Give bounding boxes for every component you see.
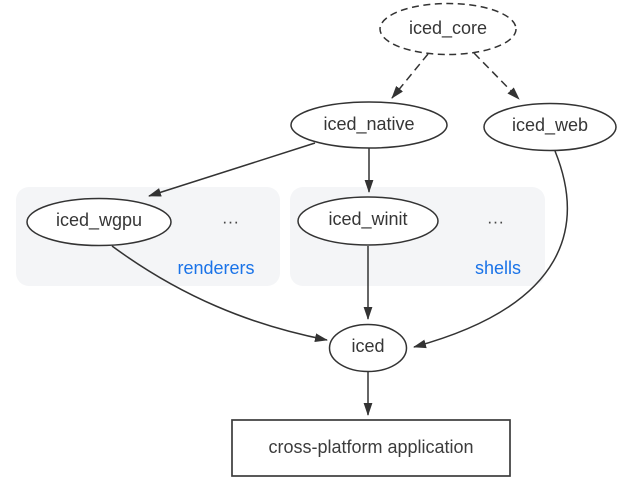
edge-iced_native-to-iced_wgpu xyxy=(148,142,316,197)
node-iced_wgpu-label: iced_wgpu xyxy=(55,210,143,231)
node-iced_native-shape xyxy=(290,101,448,149)
node-iced_wgpu-shape xyxy=(26,197,172,247)
node-iced_winit-shape xyxy=(297,196,439,246)
node-iced_core-label: iced_core xyxy=(408,18,488,39)
group-renderers-caption: renderers xyxy=(177,258,255,279)
edge-iced_wgpu-to-iced xyxy=(111,245,328,343)
edge-iced_core-to-iced_native xyxy=(391,53,429,99)
edge-iced_web-to-iced xyxy=(413,150,568,349)
node-iced-label: iced xyxy=(351,336,385,357)
group-renderers-ellipsis: ... xyxy=(222,208,240,228)
node-iced_winit-label: iced_winit xyxy=(328,209,408,230)
node-application-shape xyxy=(231,419,511,477)
node-iced_web-shape xyxy=(483,102,617,152)
node-iced-shape xyxy=(328,323,408,373)
node-application-label: cross-platform application xyxy=(268,437,474,458)
edge-iced_core-to-iced_web xyxy=(473,52,520,100)
node-iced_web-label: iced_web xyxy=(511,115,589,136)
group-shells-ellipsis: ... xyxy=(487,208,505,228)
group-shells-caption: shells xyxy=(474,258,522,279)
node-iced_core-shape xyxy=(379,2,517,56)
node-iced_native-label: iced_native xyxy=(323,114,415,135)
